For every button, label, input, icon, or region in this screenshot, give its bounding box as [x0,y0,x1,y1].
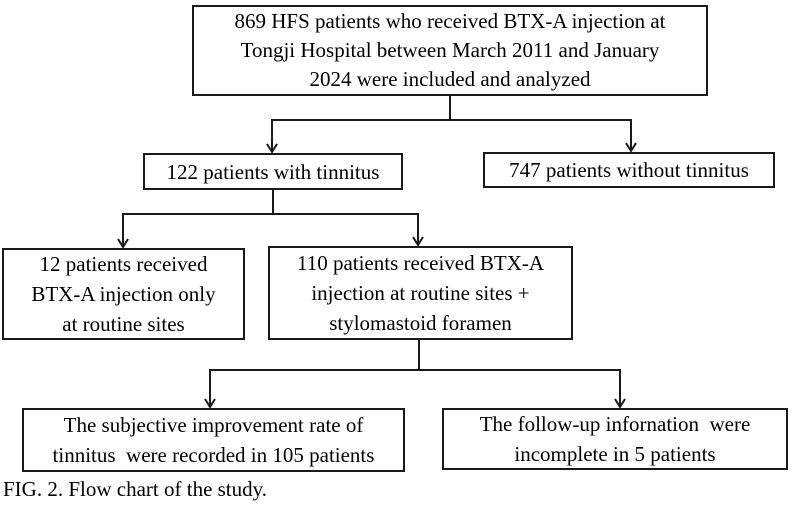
node-text-line: stylomastoid foramen [329,311,512,335]
node-text-line: 2024 were included and analyzed [309,67,591,91]
connector-bracket [271,119,632,152]
connector-level-2 [117,190,424,249]
node-without-tinnitus: 747 patients without tinnitus [483,152,775,188]
node-routine-plus-stylomastoid: 110 patients received BTX-A injection at… [268,246,573,340]
node-text-line: The subjective improvement rate of [63,413,364,437]
figure-caption: FIG. 2. Flow chart of the study. [3,477,268,501]
arrowhead-icon [204,398,216,409]
arrowhead-icon [412,236,424,247]
node-text-line: BTX-A injection only [31,282,216,306]
connector-level-1 [266,96,637,154]
node-text-line: 12 patients received [39,252,208,276]
node-text-line: 747 patients without tinnitus [509,158,749,182]
connector-level-3 [204,340,626,409]
arrowhead-icon [614,398,626,409]
node-total-patients: 869 HFS patients who received BTX-A inje… [192,5,708,96]
node-text-line: injection at routine sites + [311,281,530,305]
connector-bracket [122,213,419,247]
node-text-line: incomplete in 5 patients [514,442,716,466]
node-text-line: Tongji Hospital between March 2011 and J… [240,38,660,62]
node-routine-sites-only: 12 patients received BTX-A injection onl… [2,248,245,340]
node-text-line: at routine sites [62,312,185,336]
node-text-line: tinnitus were recorded in 105 patients [52,443,375,467]
arrowhead-icon [266,143,278,154]
node-text-line: 122 patients with tinnitus [166,159,380,184]
node-followup-incomplete: The follow-up infornation were incomplet… [442,408,788,470]
node-with-tinnitus: 122 patients with tinnitus [143,153,403,190]
node-improvement-recorded: The subjective improvement rate of tinni… [22,408,405,472]
connector-bracket [209,369,621,407]
node-text-line: 110 patients received BTX-A [296,251,545,275]
node-text-line: The follow-up infornation were [479,412,751,436]
node-text-line: 869 HFS patients who received BTX-A inje… [234,9,666,33]
arrowhead-icon [117,238,129,249]
arrowhead-icon [625,142,637,153]
